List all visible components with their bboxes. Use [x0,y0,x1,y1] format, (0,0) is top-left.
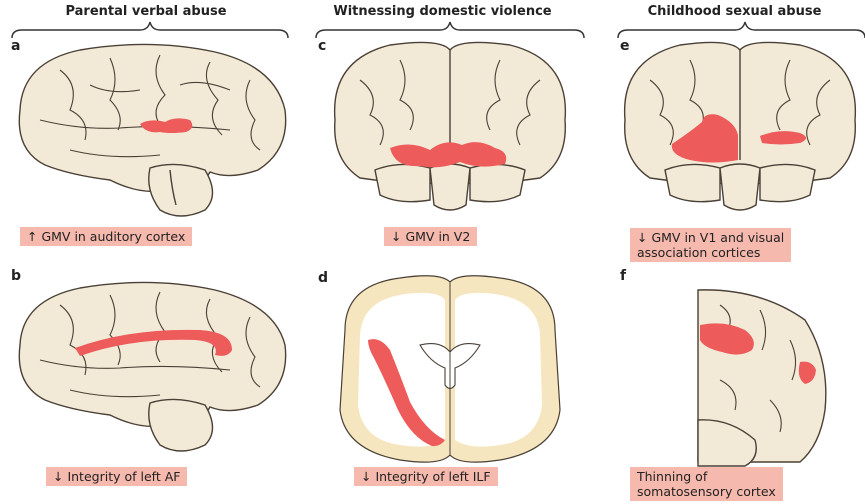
title-braces [12,22,865,38]
caption-e-line1: ↓ GMV in V1 and visual [637,230,784,245]
caption-e: ↓ GMV in V1 and visual association corti… [630,228,791,262]
caption-b: ↓ Integrity of left AF [46,467,187,486]
highlight-v2 [390,142,506,167]
brain-medial-f [698,290,826,466]
brain-lateral-b [19,282,285,451]
caption-a: ↑ GMV in auditory cortex [20,227,192,246]
panel-letter-b: b [11,268,21,284]
caption-f-line2: somatosensory cortex [637,484,776,499]
cerebellum-b [149,399,213,451]
brain-lateral-a [19,44,285,216]
brace-right [618,22,865,38]
brace-middle [316,22,584,38]
brain-axial-d [340,276,560,462]
panel-letter-c: c [318,38,326,54]
brace-left [12,22,288,38]
panel-letter-a: a [11,38,20,54]
panel-letter-e: e [620,38,630,54]
caption-e-line2: association cortices [637,245,784,260]
cerebellum-a [149,164,213,216]
caption-d: ↓ Integrity of left ILF [354,467,498,486]
caption-f: Thinning of somatosensory cortex [630,467,783,501]
caption-c: ↓ GMV in V2 [384,227,477,246]
caption-f-line1: Thinning of [637,469,776,484]
brain-posterior-e [625,42,856,210]
panel-letter-f: f [620,268,626,284]
brain-posterior-c [335,42,566,210]
panel-letter-d: d [318,270,328,286]
